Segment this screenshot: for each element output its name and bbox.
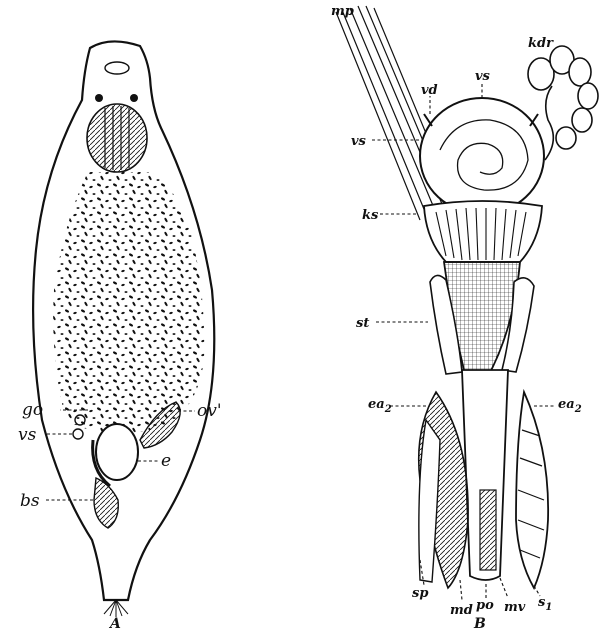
label-go: go <box>22 400 43 420</box>
label-ea2-right: ea2 <box>558 397 582 415</box>
vas-deferens-left <box>424 114 432 126</box>
caption-a: A <box>108 616 121 632</box>
mid-vessel <box>480 490 496 570</box>
egg <box>96 424 138 480</box>
sheath-blade <box>419 420 440 582</box>
label-vs: vs <box>18 425 37 445</box>
label-e: e <box>161 451 171 471</box>
tail-bristles <box>104 600 128 617</box>
caption-b: B <box>473 616 486 632</box>
panel-a: go vs bs ov' e A <box>18 41 222 632</box>
label-kdr: kdr <box>528 36 554 51</box>
leader-mv <box>500 578 508 598</box>
label-st: st <box>356 316 369 331</box>
label-ea2-left-sub: 2 <box>384 404 392 415</box>
label-po: po <box>476 598 494 613</box>
eye-spot-right <box>130 94 138 102</box>
gut-stippling <box>53 172 204 433</box>
seminal-vesicle <box>420 98 544 214</box>
eye-spot-left <box>95 94 103 102</box>
label-md: md <box>450 603 473 618</box>
panel-b: mp kdr vs vd vs ks st ea2 ea2 sp md po m… <box>331 4 598 632</box>
pharynx <box>87 104 147 172</box>
label-bs: bs <box>20 491 40 511</box>
label-ea2-left: ea2 <box>368 397 392 415</box>
leader-md <box>460 580 462 600</box>
label-vd: vd <box>421 83 438 98</box>
bursa-seminalis <box>94 478 118 528</box>
label-ea2-right-main: ea <box>558 397 575 412</box>
label-mv: mv <box>504 600 526 615</box>
label-vs-left: vs <box>351 134 367 149</box>
copulatory-bulb <box>424 201 542 262</box>
label-mp: mp <box>331 4 354 19</box>
label-ea2-left-main: ea <box>368 397 385 412</box>
label-sp: sp <box>412 586 428 601</box>
label-ov: ov' <box>197 401 222 421</box>
label-ea2-right-sub: 2 <box>574 404 582 415</box>
label-s1-sub: 1 <box>545 602 552 613</box>
label-ks: ks <box>362 208 379 223</box>
head-organ <box>105 62 129 74</box>
vesicula-seminalis <box>73 429 83 439</box>
accessory-blade-right <box>516 392 548 588</box>
label-vs-top: vs <box>475 69 491 84</box>
label-s1: s1 <box>538 595 552 613</box>
